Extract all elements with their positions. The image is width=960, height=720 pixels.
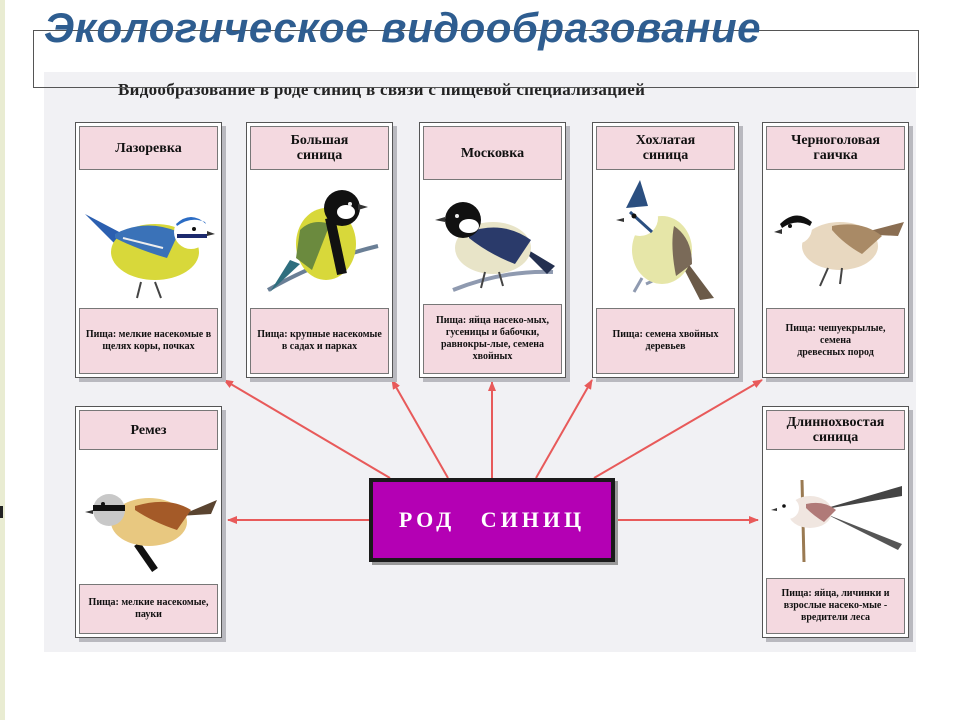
left-edge-strip — [0, 0, 5, 720]
card-name: Черноголовая гаичка — [766, 126, 905, 170]
coal-tit-icon — [420, 181, 565, 305]
species-card-marsh-tit: Черноголовая гаичка Пища: чешуекрылые, с… — [762, 122, 909, 378]
card-food: Пища: мелкие насекомые, пауки — [79, 584, 218, 634]
card-name: Большая синица — [250, 126, 389, 170]
card-food: Пища: чешуекрылые, семена древесных поро… — [766, 308, 905, 374]
species-card-blue-tit: Лазоревка Пища: мелкие насекомые в щелях… — [75, 122, 222, 378]
arrow-to-great-tit — [391, 379, 449, 479]
card-name: Московка — [423, 126, 562, 180]
card-name: Хохлатая синица — [596, 126, 735, 170]
species-card-penduline-tit: Ремез Пища: мелкие насекомые, пауки — [75, 406, 222, 638]
arrow-to-blue-tit — [223, 379, 391, 479]
species-card-crested-tit: Хохлатая синица Пища: семена хвойных дер… — [592, 122, 739, 378]
card-name: Длиннохвостая синица — [766, 410, 905, 450]
crested-tit-icon — [593, 173, 738, 303]
card-food: Пища: яйца, личинки и взрослые насеко-мы… — [766, 578, 905, 634]
genus-box: РОД СИНИЦ — [369, 478, 615, 562]
card-food: Пища: мелкие насекомые в щелях коры, поч… — [79, 308, 218, 374]
blue-tit-icon — [76, 173, 221, 303]
title-box — [33, 30, 919, 88]
arrow-to-crested-tit — [535, 379, 593, 479]
card-food: Пища: семена хвойных деревьев — [596, 308, 735, 374]
species-card-great-tit: Большая синица Пища: крупные насекомые в… — [246, 122, 393, 378]
card-food: Пища: яйца насеко-мых, гусеницы и бабочк… — [423, 304, 562, 374]
species-card-long-tailed-tit: Длиннохвостая синица Пища: яйца, личинки… — [762, 406, 909, 638]
marsh-tit-icon — [763, 173, 908, 303]
genus-label: РОД СИНИЦ — [373, 482, 611, 558]
slide-title: Экологическое видообразование — [44, 4, 762, 51]
card-name: Лазоревка — [79, 126, 218, 170]
edge-marker — [0, 506, 3, 518]
penduline-tit-icon — [76, 451, 221, 581]
card-name: Ремез — [79, 410, 218, 450]
great-tit-icon — [247, 173, 392, 303]
arrow-to-marsh-tit — [593, 379, 763, 479]
diagram-caption: Видообразование в роде синиц в связи с п… — [118, 80, 646, 99]
long-tailed-tit-icon — [763, 451, 908, 577]
species-card-coal-tit: Московка Пища: яйца насеко-мых, гусеницы… — [419, 122, 566, 378]
card-food: Пища: крупные насекомые в садах и парках — [250, 308, 389, 374]
